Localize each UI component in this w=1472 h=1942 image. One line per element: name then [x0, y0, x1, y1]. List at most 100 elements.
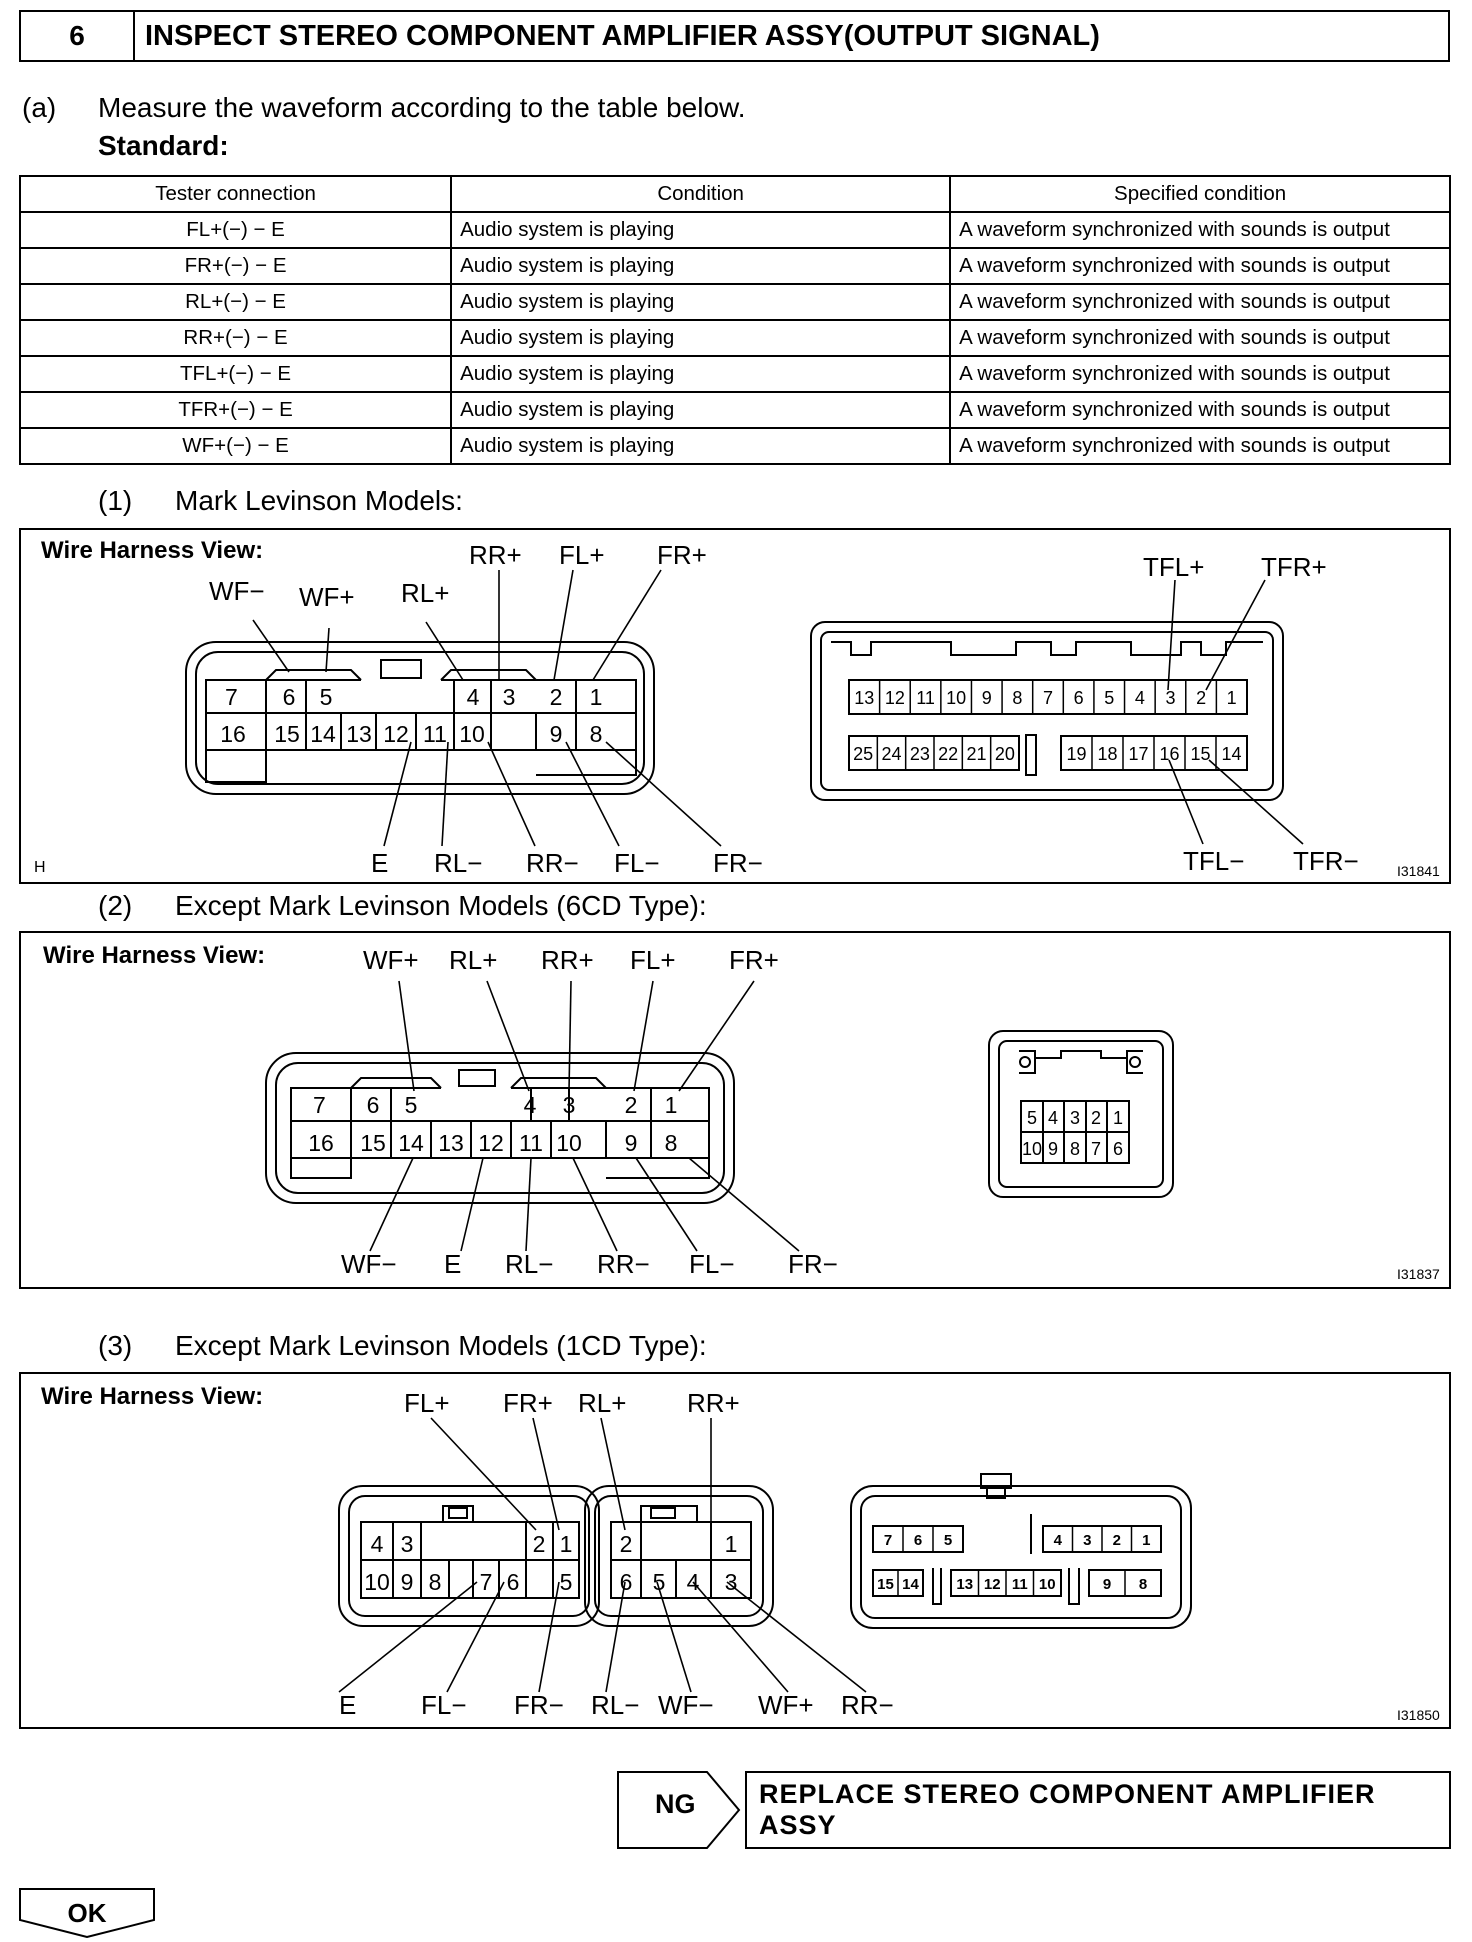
figure-code: I31837 [1397, 1266, 1440, 1282]
pin-label: 7 [313, 1092, 326, 1118]
rl-minus-label: RL− [505, 1249, 553, 1279]
step-title: INSPECT STEREO COMPONENT AMPLIFIER ASSY(… [145, 19, 1100, 52]
spec-table: Tester connection Condition Specified co… [18, 175, 1451, 465]
pin-label: 21 [966, 744, 986, 764]
rr-plus-label: RR+ [687, 1388, 740, 1418]
connector-a-pins: 7 6 5 4 3 2 1 16 15 14 13 12 11 10 9 8 [308, 1092, 677, 1156]
pin-label: 3 [1165, 688, 1175, 708]
fl-plus-label: FL+ [404, 1388, 450, 1418]
pin-label: 24 [881, 744, 901, 764]
table-cell: FL+(−) − E [18, 211, 453, 249]
tfr-minus-label: TFR− [1293, 846, 1359, 876]
pin-label: 8 [1070, 1139, 1080, 1159]
rr-minus-label: RR− [597, 1249, 650, 1279]
wire-harness-view-label: Wire Harness View: [41, 1383, 263, 1410]
wf-plus-label: WF+ [363, 945, 419, 975]
pin-label: 14 [310, 721, 336, 747]
pin-label: 6 [507, 1569, 520, 1595]
figure-3-caption: Except Mark Levinson Models (1CD Type): [175, 1330, 707, 1361]
table-cell: Audio system is playing [450, 211, 952, 249]
wf-minus-label: WF− [658, 1690, 714, 1720]
figure-1-labels: WF− WF+ RL+ RR+ FL+ FR+ TFL+ TFR+ E RL− … [209, 540, 1359, 878]
pin-label: 7 [480, 1569, 493, 1595]
connector-a-pins: 4 3 2 1 10 9 8 7 6 5 [364, 1531, 572, 1595]
figure-1-diagram: Wire Harness View: H I31841 7 6 5 4 [19, 528, 1451, 884]
figure-2-svg: Wire Harness View: I31837 7 6 5 4 3 2 1 … [43, 942, 1440, 1282]
pin-label: 6 [914, 1532, 922, 1549]
table-header-row: Tester connection Condition Specified co… [18, 175, 1451, 213]
pin-label: 22 [938, 744, 958, 764]
pin-label: 11 [519, 1130, 543, 1156]
pin-label: 13 [854, 688, 874, 708]
table-header: Tester connection [18, 175, 453, 213]
connector-b [988, 1030, 1174, 1198]
pin-label: 12 [383, 721, 409, 747]
e-label: E [371, 848, 388, 878]
table-cell: WF+(−) − E [18, 427, 453, 465]
connector-b-pins: 2 1 6 5 4 3 [620, 1531, 738, 1595]
fr-plus-label: FR+ [503, 1388, 553, 1418]
pin-label: 4 [1135, 688, 1145, 708]
pin-label: 6 [367, 1092, 380, 1118]
pin-label: 8 [429, 1569, 442, 1595]
pin-label: 9 [1103, 1576, 1111, 1593]
ok-label: OK [68, 1898, 107, 1928]
pin-label: 12 [885, 688, 905, 708]
pin-label: 4 [371, 1531, 384, 1557]
pin-label: 13 [956, 1576, 973, 1593]
pin-label: 15 [877, 1576, 894, 1593]
fl-minus-label: FL− [614, 848, 660, 878]
pin-label: 2 [1196, 688, 1206, 708]
instruction-marker: (a) [22, 92, 57, 123]
connector-a-pins: 7 6 5 4 3 2 1 16 15 14 13 12 11 10 9 8 [220, 684, 602, 747]
ng-action-box: REPLACE STEREO COMPONENT AMPLIFIER ASSY [745, 1771, 1451, 1849]
figure-2-caption: Except Mark Levinson Models (6CD Type): [175, 890, 707, 921]
table-cell: A waveform synchronized with sounds is o… [949, 355, 1451, 393]
pin-label: 5 [405, 1092, 418, 1118]
pin-label: 12 [984, 1576, 1001, 1593]
pin-label: 9 [625, 1130, 638, 1156]
pin-label: 1 [1142, 1532, 1150, 1549]
table-cell: FR+(−) − E [18, 247, 453, 285]
figure-3-leaders [338, 1417, 867, 1693]
fr-plus-label: FR+ [657, 540, 707, 570]
pin-label: 1 [560, 1531, 573, 1557]
pin-label: 2 [620, 1531, 633, 1557]
pin-label: 15 [1190, 744, 1210, 764]
wf-minus-label: WF− [341, 1249, 397, 1279]
standard-label: Standard: [98, 130, 229, 161]
pin-label: 3 [401, 1531, 414, 1557]
rl-minus-label: RL− [591, 1690, 639, 1720]
pin-label: 3 [1083, 1532, 1091, 1549]
pin-label: 11 [916, 688, 935, 708]
pin-label: 8 [590, 721, 603, 747]
table-header: Specified condition [949, 175, 1451, 213]
pin-label: 3 [503, 684, 516, 710]
pin-label: 2 [625, 1092, 638, 1118]
pin-label: 16 [308, 1130, 334, 1156]
pin-label: 25 [853, 744, 873, 764]
figure-3-svg: Wire Harness View: I31850 4 3 2 1 10 9 8… [41, 1383, 1440, 1723]
pin-label: 1 [1113, 1108, 1123, 1128]
table-cell: Audio system is playing [450, 427, 952, 465]
figure-1-marker: (1) [98, 485, 133, 516]
table-cell: Audio system is playing [450, 355, 952, 393]
table-cell: RR+(−) − E [18, 319, 453, 357]
wf-plus-label: WF+ [299, 582, 355, 612]
pin-label: 6 [620, 1569, 633, 1595]
table-cell: A waveform synchronized with sounds is o… [949, 247, 1451, 285]
pin-label: 2 [533, 1531, 546, 1557]
figure-3-marker: (3) [98, 1330, 133, 1361]
fr-minus-label: FR− [713, 848, 763, 878]
figure-3-diagram: Wire Harness View: I31850 4 3 2 1 10 9 8… [19, 1372, 1451, 1729]
pin-label: 10 [1022, 1139, 1042, 1159]
pin-label: 10 [1039, 1576, 1056, 1593]
wire-harness-view-label: Wire Harness View: [41, 537, 263, 564]
pin-label: 5 [1027, 1108, 1037, 1128]
figure-2-labels: WF+ RL+ RR+ FL+ FR+ WF− E RL− RR− FL− FR… [341, 945, 838, 1279]
